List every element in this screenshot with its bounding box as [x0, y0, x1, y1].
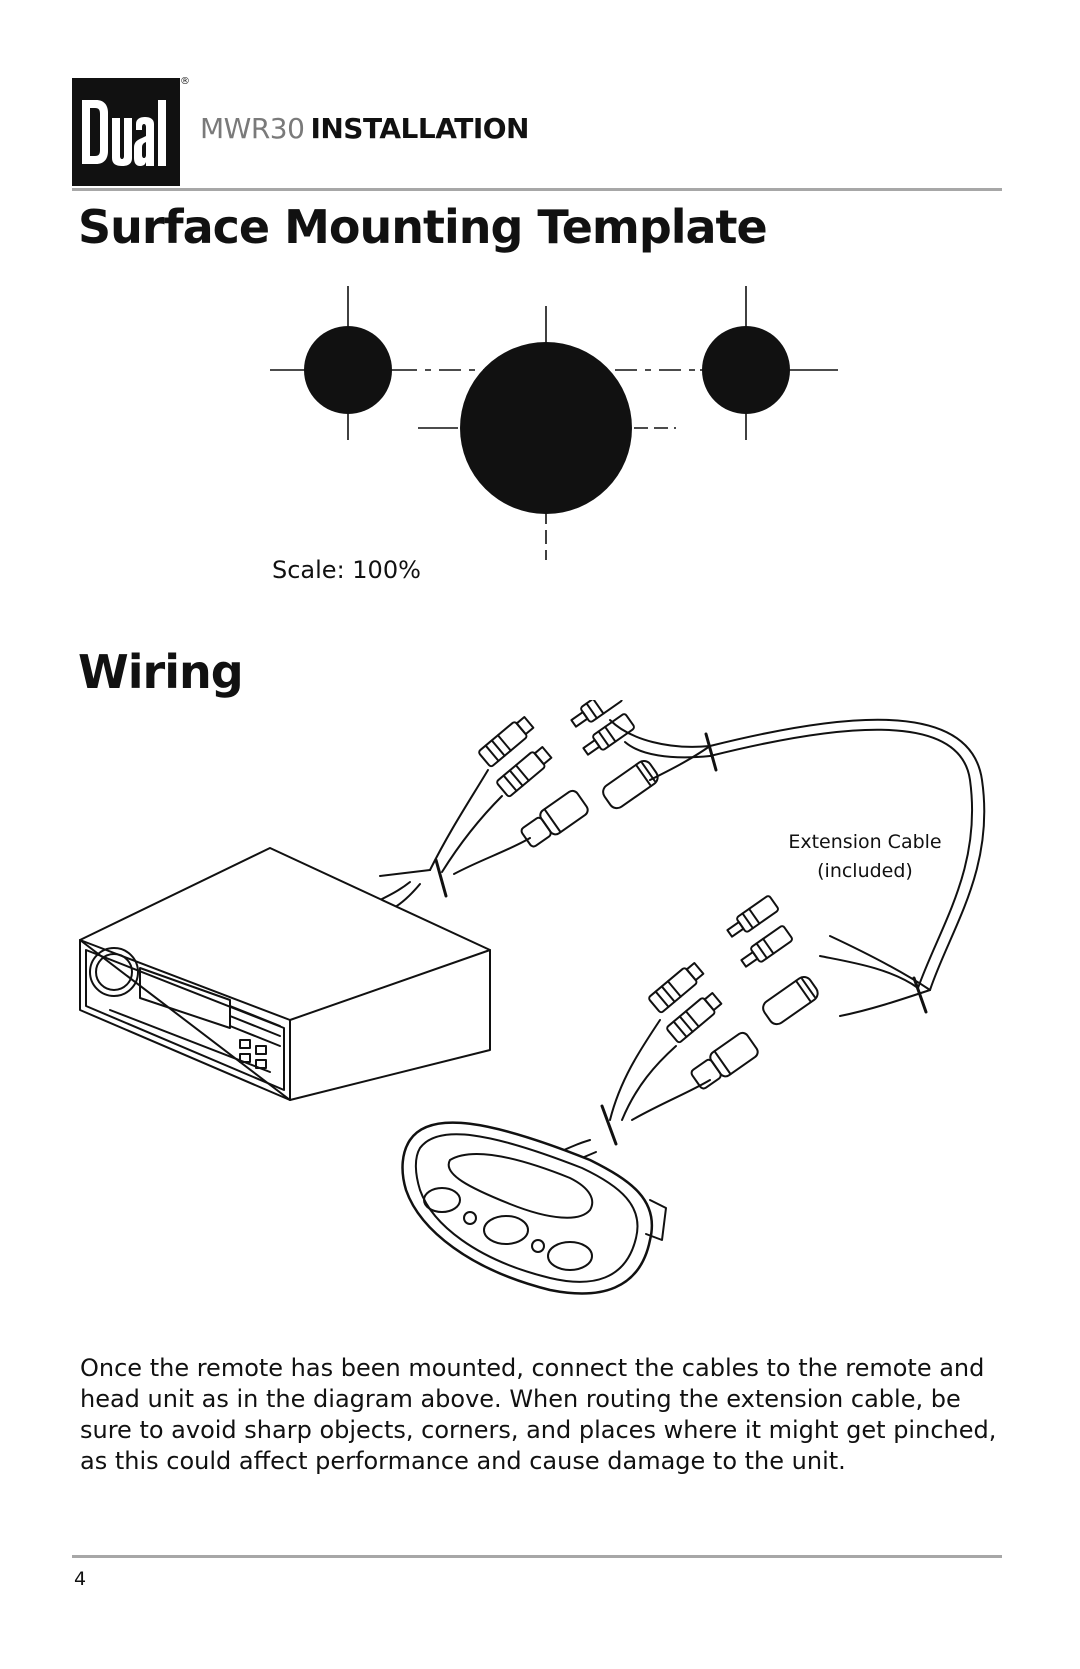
wired-remote	[401, 1121, 667, 1295]
headunit-rca-connectors	[379, 716, 589, 911]
center-mounting-hole	[418, 306, 676, 560]
dual-logo	[72, 78, 180, 186]
wiring-diagram	[79, 700, 986, 1295]
extension-cable-label: Extension Cable (included)	[770, 828, 960, 886]
extension-cable	[609, 718, 986, 1017]
left-mounting-hole	[270, 286, 395, 440]
extension-upper-rca-plugs	[570, 700, 659, 810]
template-title: Surface Mounting Template	[78, 200, 768, 254]
footer-divider	[72, 1555, 1002, 1558]
remote-rca-connectors	[529, 962, 759, 1181]
wiring-title: Wiring	[78, 645, 244, 699]
registered-mark: ®	[180, 76, 190, 87]
extension-cable-name: Extension Cable	[788, 831, 942, 853]
model-name: MWR30	[200, 112, 305, 145]
mounting-template	[270, 286, 838, 560]
installation-label: INSTALLATION	[310, 112, 529, 145]
header-divider	[72, 188, 1002, 191]
wiring-instructions: Once the remote has been mounted, connec…	[80, 1354, 997, 1475]
extension-cable-note: (included)	[817, 860, 913, 882]
head-unit	[79, 847, 491, 1101]
scale-label: Scale: 100%	[272, 556, 421, 584]
page-number: 4	[74, 1568, 87, 1590]
right-mounting-hole	[700, 286, 838, 440]
dual-logo-mark	[72, 78, 180, 186]
extension-lower-rca-plugs	[726, 895, 819, 1026]
